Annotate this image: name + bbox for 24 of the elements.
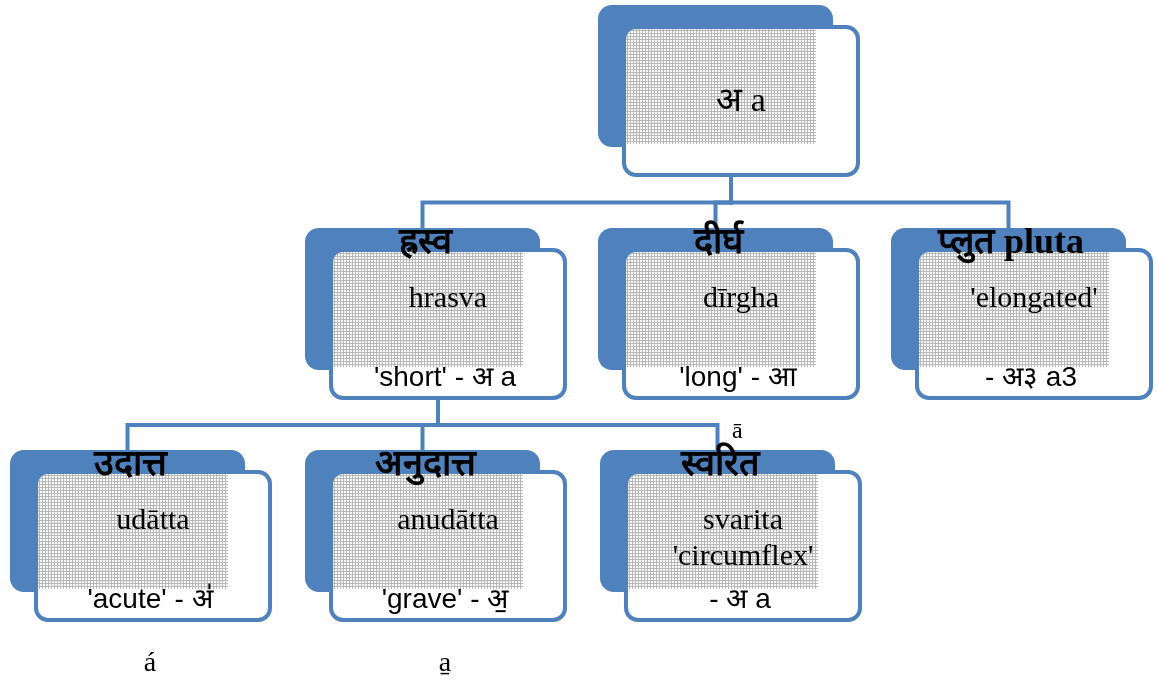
node-heading: ह्रस्व <box>397 222 454 262</box>
node-label: 'elongated' <box>969 280 1099 315</box>
beside-text: a̱ <box>437 645 453 679</box>
accent-mark: ā <box>732 418 743 442</box>
node-heading: स्वरित <box>679 444 762 484</box>
node-label: svarita <box>702 502 784 537</box>
beside-text: á <box>142 645 158 679</box>
node-label: 'circumflex' <box>671 538 815 573</box>
node-subtext: 'grave' - अ॒ <box>380 582 510 616</box>
node-text: अ a <box>715 80 767 120</box>
node-label: dīrgha <box>701 280 781 315</box>
node-subtext: 'long' - आ <box>678 360 798 394</box>
connector-line <box>729 177 1011 228</box>
node-heading: प्लुत pluta <box>891 222 1131 262</box>
node-heading: दीर्घ <box>692 222 746 262</box>
node-heading: अनुदात्त <box>305 444 545 484</box>
node-heading: उदात्त <box>92 444 169 484</box>
node-label: hrasva <box>407 280 489 315</box>
node-label: anudātta <box>396 502 500 537</box>
node-subtext: 'acute' - अ॑ <box>86 582 215 616</box>
node-subtext: 'short' - अ a <box>372 360 518 394</box>
node-subtext: - अ३ a3 <box>984 360 1078 394</box>
node-label: udātta <box>115 502 191 537</box>
node-subtext: - अ a <box>708 582 772 616</box>
